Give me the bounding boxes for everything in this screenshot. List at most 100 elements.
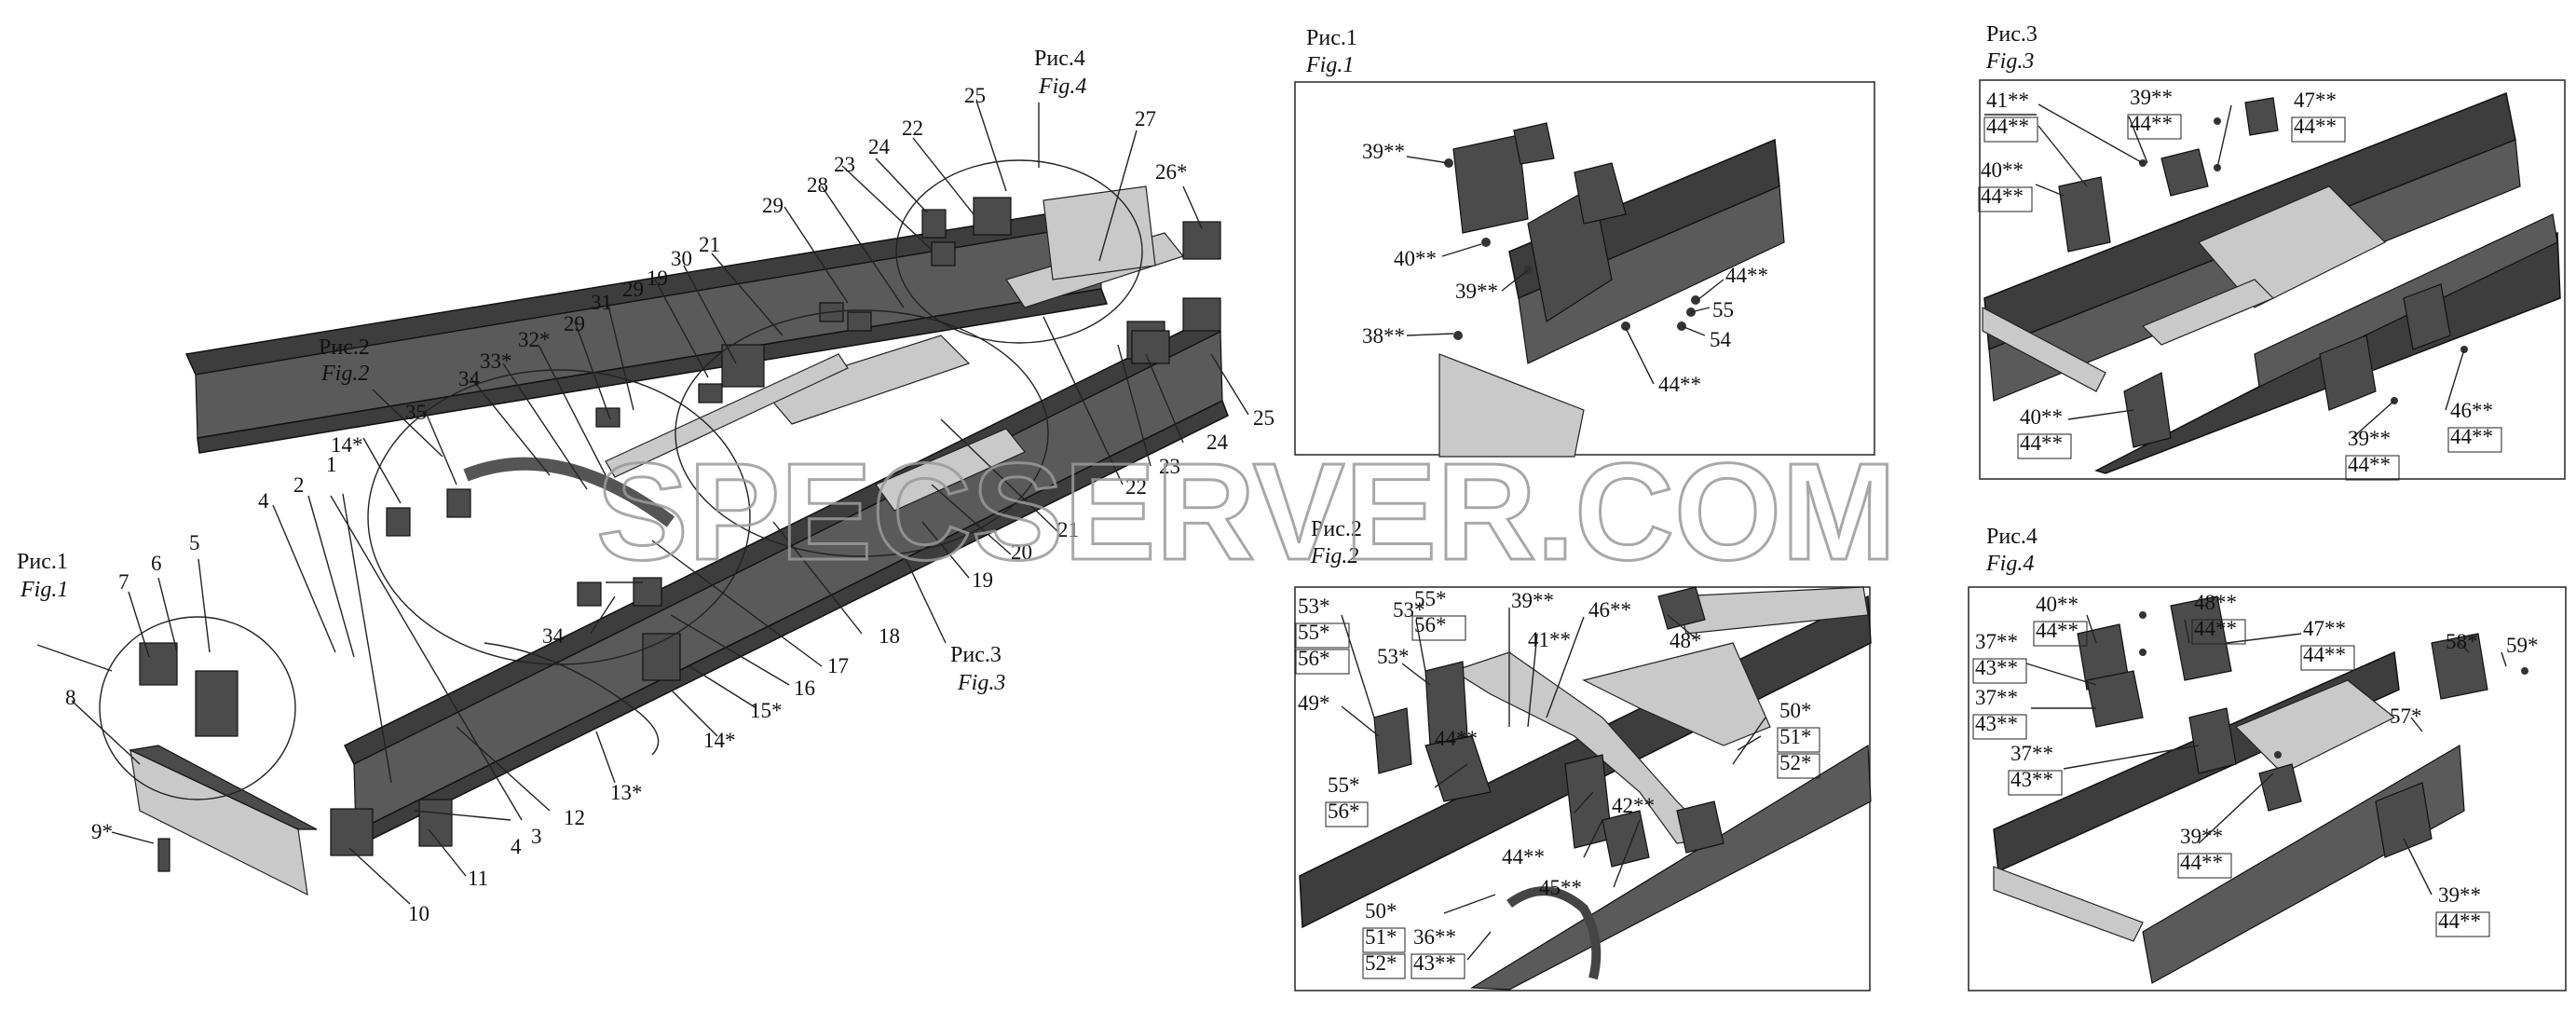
panel-fig3-en: Fig.3 (1985, 49, 2034, 74)
callout-fig1-ru: Рис.1 (17, 550, 68, 574)
main-chassis-view: 1 2 3 4 4 5 6 7 8 9* 10 11 12 13* 14* 14… (17, 47, 1274, 925)
fig4-label-44c: 44** (2303, 643, 2346, 666)
label-10: 10 (408, 902, 429, 925)
label-4a: 4 (258, 489, 269, 513)
label-11: 11 (468, 867, 488, 890)
label-12: 12 (564, 806, 585, 829)
label-16: 16 (794, 677, 815, 700)
panel-fig4-ru: Рис.4 (1986, 525, 2038, 549)
cross-member (762, 335, 971, 425)
callout-fig4-en: Fig.4 (1038, 75, 1086, 99)
fig4-label-44b: 44** (2194, 617, 2237, 640)
fig4-label-39a: 39** (2180, 825, 2223, 848)
label-4b: 4 (511, 835, 522, 858)
panel-fig2-ru: Рис.2 (1311, 517, 1362, 541)
fig3-label-44b: 44** (2130, 112, 2173, 135)
label-24b: 24 (1206, 431, 1229, 454)
callout-fig2-ru: Рис.2 (319, 335, 370, 360)
label-22b: 22 (1125, 475, 1147, 499)
panel-fig3-ru: Рис.3 (1986, 22, 2038, 47)
label-15: 15* (750, 699, 783, 722)
fig1-label-54: 54 (1710, 328, 1732, 351)
bracket-27 (1043, 185, 1156, 280)
fig3-label-44c: 44** (2294, 115, 2337, 138)
fig3-label-40b: 40** (2020, 405, 2063, 429)
label-31: 31 (591, 291, 612, 314)
fig4-label-44d: 44** (2180, 851, 2223, 874)
fig3-label-44d: 44** (1981, 185, 2024, 208)
fig2-label-43: 43** (1413, 951, 1456, 975)
fig2-label-56a: 56* (1298, 647, 1330, 670)
fig3-label-46: 46** (2450, 399, 2493, 422)
fig3-label-44f: 44** (2348, 453, 2391, 476)
detail-circle-fig1 (99, 616, 296, 800)
fig3-label-40a: 40** (1981, 158, 2024, 182)
fig3-label-41: 41** (1986, 89, 2029, 112)
label-19a: 19 (647, 267, 668, 290)
detail-circle-fig4 (895, 159, 1143, 344)
watermark: SPECSERVER.COM (596, 435, 1896, 589)
fig2-label-53a: 53* (1298, 595, 1330, 618)
fig1-label-38: 38** (1362, 324, 1405, 348)
panel-fig2-en: Fig.2 (1310, 544, 1358, 568)
label-34b: 34 (542, 624, 565, 648)
fig1-label-40: 40** (1394, 247, 1437, 270)
panel-fig1-ru: Рис.1 (1306, 26, 1357, 50)
panel-fig3: Рис.3 Fig.3 41** 44** 39** 44** (1978, 22, 2566, 481)
callout-fig4-ru: Рис.4 (1034, 47, 1085, 71)
label-21b: 21 (1057, 518, 1079, 541)
label-29c: 29 (564, 312, 585, 335)
label-35: 35 (405, 401, 427, 424)
bracket-7 (139, 642, 178, 686)
fig4-label-40: 40** (2036, 593, 2079, 616)
label-17: 17 (827, 654, 849, 677)
fig2-label-53c: 53* (1377, 645, 1410, 668)
fig4-label-44a: 44** (2036, 619, 2079, 642)
tube-crossmember (605, 353, 849, 478)
fig4-label-37c: 37** (2010, 742, 2053, 765)
fig2-label-45: 45** (1539, 876, 1582, 899)
label-9: 9* (91, 820, 113, 843)
label-23a: 23 (834, 153, 855, 176)
label-32: 32* (518, 328, 551, 351)
fig2-label-52b: 52* (1365, 951, 1397, 975)
fig2-label-44b: 44** (1502, 845, 1545, 868)
label-5: 5 (189, 531, 200, 554)
fig2-label-51a: 51* (1779, 725, 1812, 748)
fig1-label-39b: 39** (1455, 280, 1498, 303)
spring-33 (463, 457, 675, 527)
fig3-label-44e: 44** (2020, 431, 2063, 455)
fig4-label-57: 57* (2390, 704, 2422, 728)
label-7: 7 (118, 570, 129, 594)
panel-fig4-en: Fig.4 (1985, 552, 2034, 576)
fig2-label-55a: 55* (1298, 621, 1330, 644)
fig2-label-48: 48* (1670, 629, 1702, 652)
fig2-label-55b: 55* (1414, 587, 1447, 610)
detail-circle-fig2 (367, 369, 751, 665)
spring-13 (484, 642, 660, 756)
fig1-label-39a: 39** (1362, 140, 1405, 163)
detail-circle-fig3 (675, 309, 1049, 557)
label-6: 6 (151, 552, 162, 575)
fig3-label-44g: 44** (2450, 425, 2493, 448)
fig4-label-43b: 43** (1975, 712, 2018, 735)
fig1-label-44b: 44** (1658, 373, 1701, 396)
label-27: 27 (1135, 107, 1156, 130)
fig4-label-37b: 37** (1975, 686, 2018, 709)
label-25b: 25 (1253, 406, 1274, 430)
fig2-label-36: 36** (1413, 925, 1456, 949)
fig4-label-39b: 39** (2438, 883, 2481, 907)
fig2-label-49: 49* (1298, 691, 1330, 715)
label-25a: 25 (964, 84, 986, 107)
label-22a: 22 (902, 116, 923, 140)
label-26: 26* (1155, 160, 1188, 184)
fig2-label-42: 42** (1612, 794, 1655, 817)
fig2-label-46: 46** (1588, 598, 1631, 622)
fig2-label-39: 39** (1511, 589, 1554, 612)
fig3-label-39a: 39** (2130, 86, 2173, 109)
label-29a: 29 (762, 194, 784, 217)
fig2-label-41: 41** (1528, 628, 1571, 651)
label-1: 1 (326, 453, 337, 476)
fig3-label-44a: 44** (1986, 115, 2029, 138)
label-29b: 29 (622, 278, 644, 301)
